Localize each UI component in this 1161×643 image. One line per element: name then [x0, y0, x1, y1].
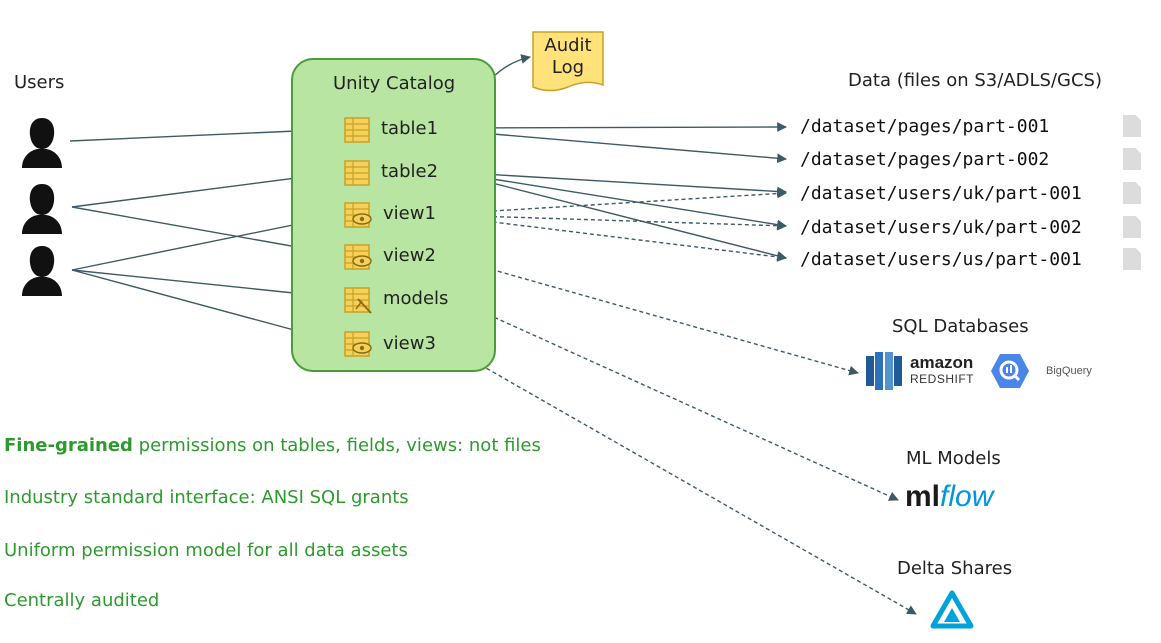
- delta-section-title: Delta Shares: [897, 558, 1013, 579]
- arrow-table2-file4: [448, 171, 787, 230]
- file-path: /dataset/users/uk/part-001: [800, 183, 1082, 204]
- arrow-view1-file5: [443, 215, 787, 262]
- users-label: Users: [14, 72, 65, 93]
- arrow-table2-file5: [448, 171, 787, 261]
- user-icon: [22, 184, 62, 234]
- catalog-item-view3[interactable]: view3: [383, 333, 436, 354]
- redshift-logo-icon: [866, 352, 902, 390]
- arrow-catalog-audit: [491, 54, 531, 79]
- bigquery-logo-icon: [991, 354, 1029, 388]
- table-icon: [344, 117, 370, 143]
- arrow-view3-delta: [443, 343, 917, 615]
- bullet-centrally-audited: Centrally audited: [4, 590, 160, 611]
- audit-log-line2: Log: [551, 57, 585, 78]
- redshift-wordmark-line2: REDSHIFT: [910, 372, 974, 386]
- sql-section-title: SQL Databases: [892, 316, 1029, 337]
- ml-section-title: ML Models: [906, 448, 1001, 469]
- catalog-item-table2[interactable]: table2: [381, 161, 439, 182]
- file-icon: [1123, 182, 1141, 204]
- arrow-view2-redshift: [443, 255, 859, 376]
- bullet-fine-grained: Fine-grained permissions on tables, fiel…: [4, 435, 541, 456]
- file-icon: [1123, 115, 1141, 137]
- arrow-models-mlflow: [455, 299, 899, 501]
- file-icon: [1123, 216, 1141, 238]
- mlflow-logo-ml: ml: [905, 480, 941, 513]
- unity-catalog-box: [291, 58, 496, 372]
- table-icon: [344, 160, 370, 186]
- catalog-item-models[interactable]: models: [383, 288, 449, 309]
- file-path: /dataset/users/us/part-001: [800, 249, 1082, 270]
- file-icon: [1123, 148, 1141, 170]
- bullet-ansi-sql: Industry standard interface: ANSI SQL gr…: [4, 487, 409, 508]
- user-icon: [22, 118, 62, 168]
- catalog-item-view2[interactable]: view2: [383, 245, 436, 266]
- mlflow-logo: mlflow: [905, 479, 993, 515]
- data-section-title: Data (files on S3/ADLS/GCS): [848, 70, 1102, 91]
- arrow-view1-file4: [443, 214, 787, 231]
- bullet-uniform-model: Uniform permission model for all data as…: [4, 540, 408, 561]
- audit-log-document-icon: [532, 31, 604, 92]
- redshift-wordmark-line1: amazon: [910, 353, 974, 372]
- arrow-table1-file1: [445, 122, 787, 132]
- view-icon: [344, 202, 372, 228]
- bigquery-wordmark: BigQuery: [1046, 365, 1092, 377]
- arrow-table2-file3: [448, 171, 787, 197]
- model-icon: [344, 287, 372, 314]
- file-icon: [1123, 248, 1141, 270]
- arrow-table1-file2: [445, 129, 787, 164]
- file-path: /dataset/pages/part-001: [800, 116, 1050, 137]
- view-icon: [344, 244, 372, 270]
- audit-log-line1: Audit: [544, 35, 592, 56]
- file-path: /dataset/pages/part-002: [800, 149, 1050, 170]
- file-path: /dataset/users/uk/part-002: [800, 217, 1082, 238]
- catalog-item-table1[interactable]: table1: [381, 118, 439, 139]
- bullet-fine-grained-bold: Fine-grained: [4, 435, 133, 456]
- view-icon: [344, 331, 372, 357]
- user-icon: [22, 246, 62, 296]
- audit-log-label: Audit Log: [532, 35, 604, 79]
- catalog-item-view1[interactable]: view1: [383, 203, 436, 224]
- catalog-title: Unity Catalog: [333, 73, 456, 94]
- bullet-fine-grained-rest: permissions on tables, fields, views: no…: [132, 435, 541, 456]
- delta-sharing-logo-icon: [930, 590, 974, 629]
- mlflow-logo-flow: flow: [940, 480, 994, 513]
- arrow-view1-file3: [443, 188, 787, 215]
